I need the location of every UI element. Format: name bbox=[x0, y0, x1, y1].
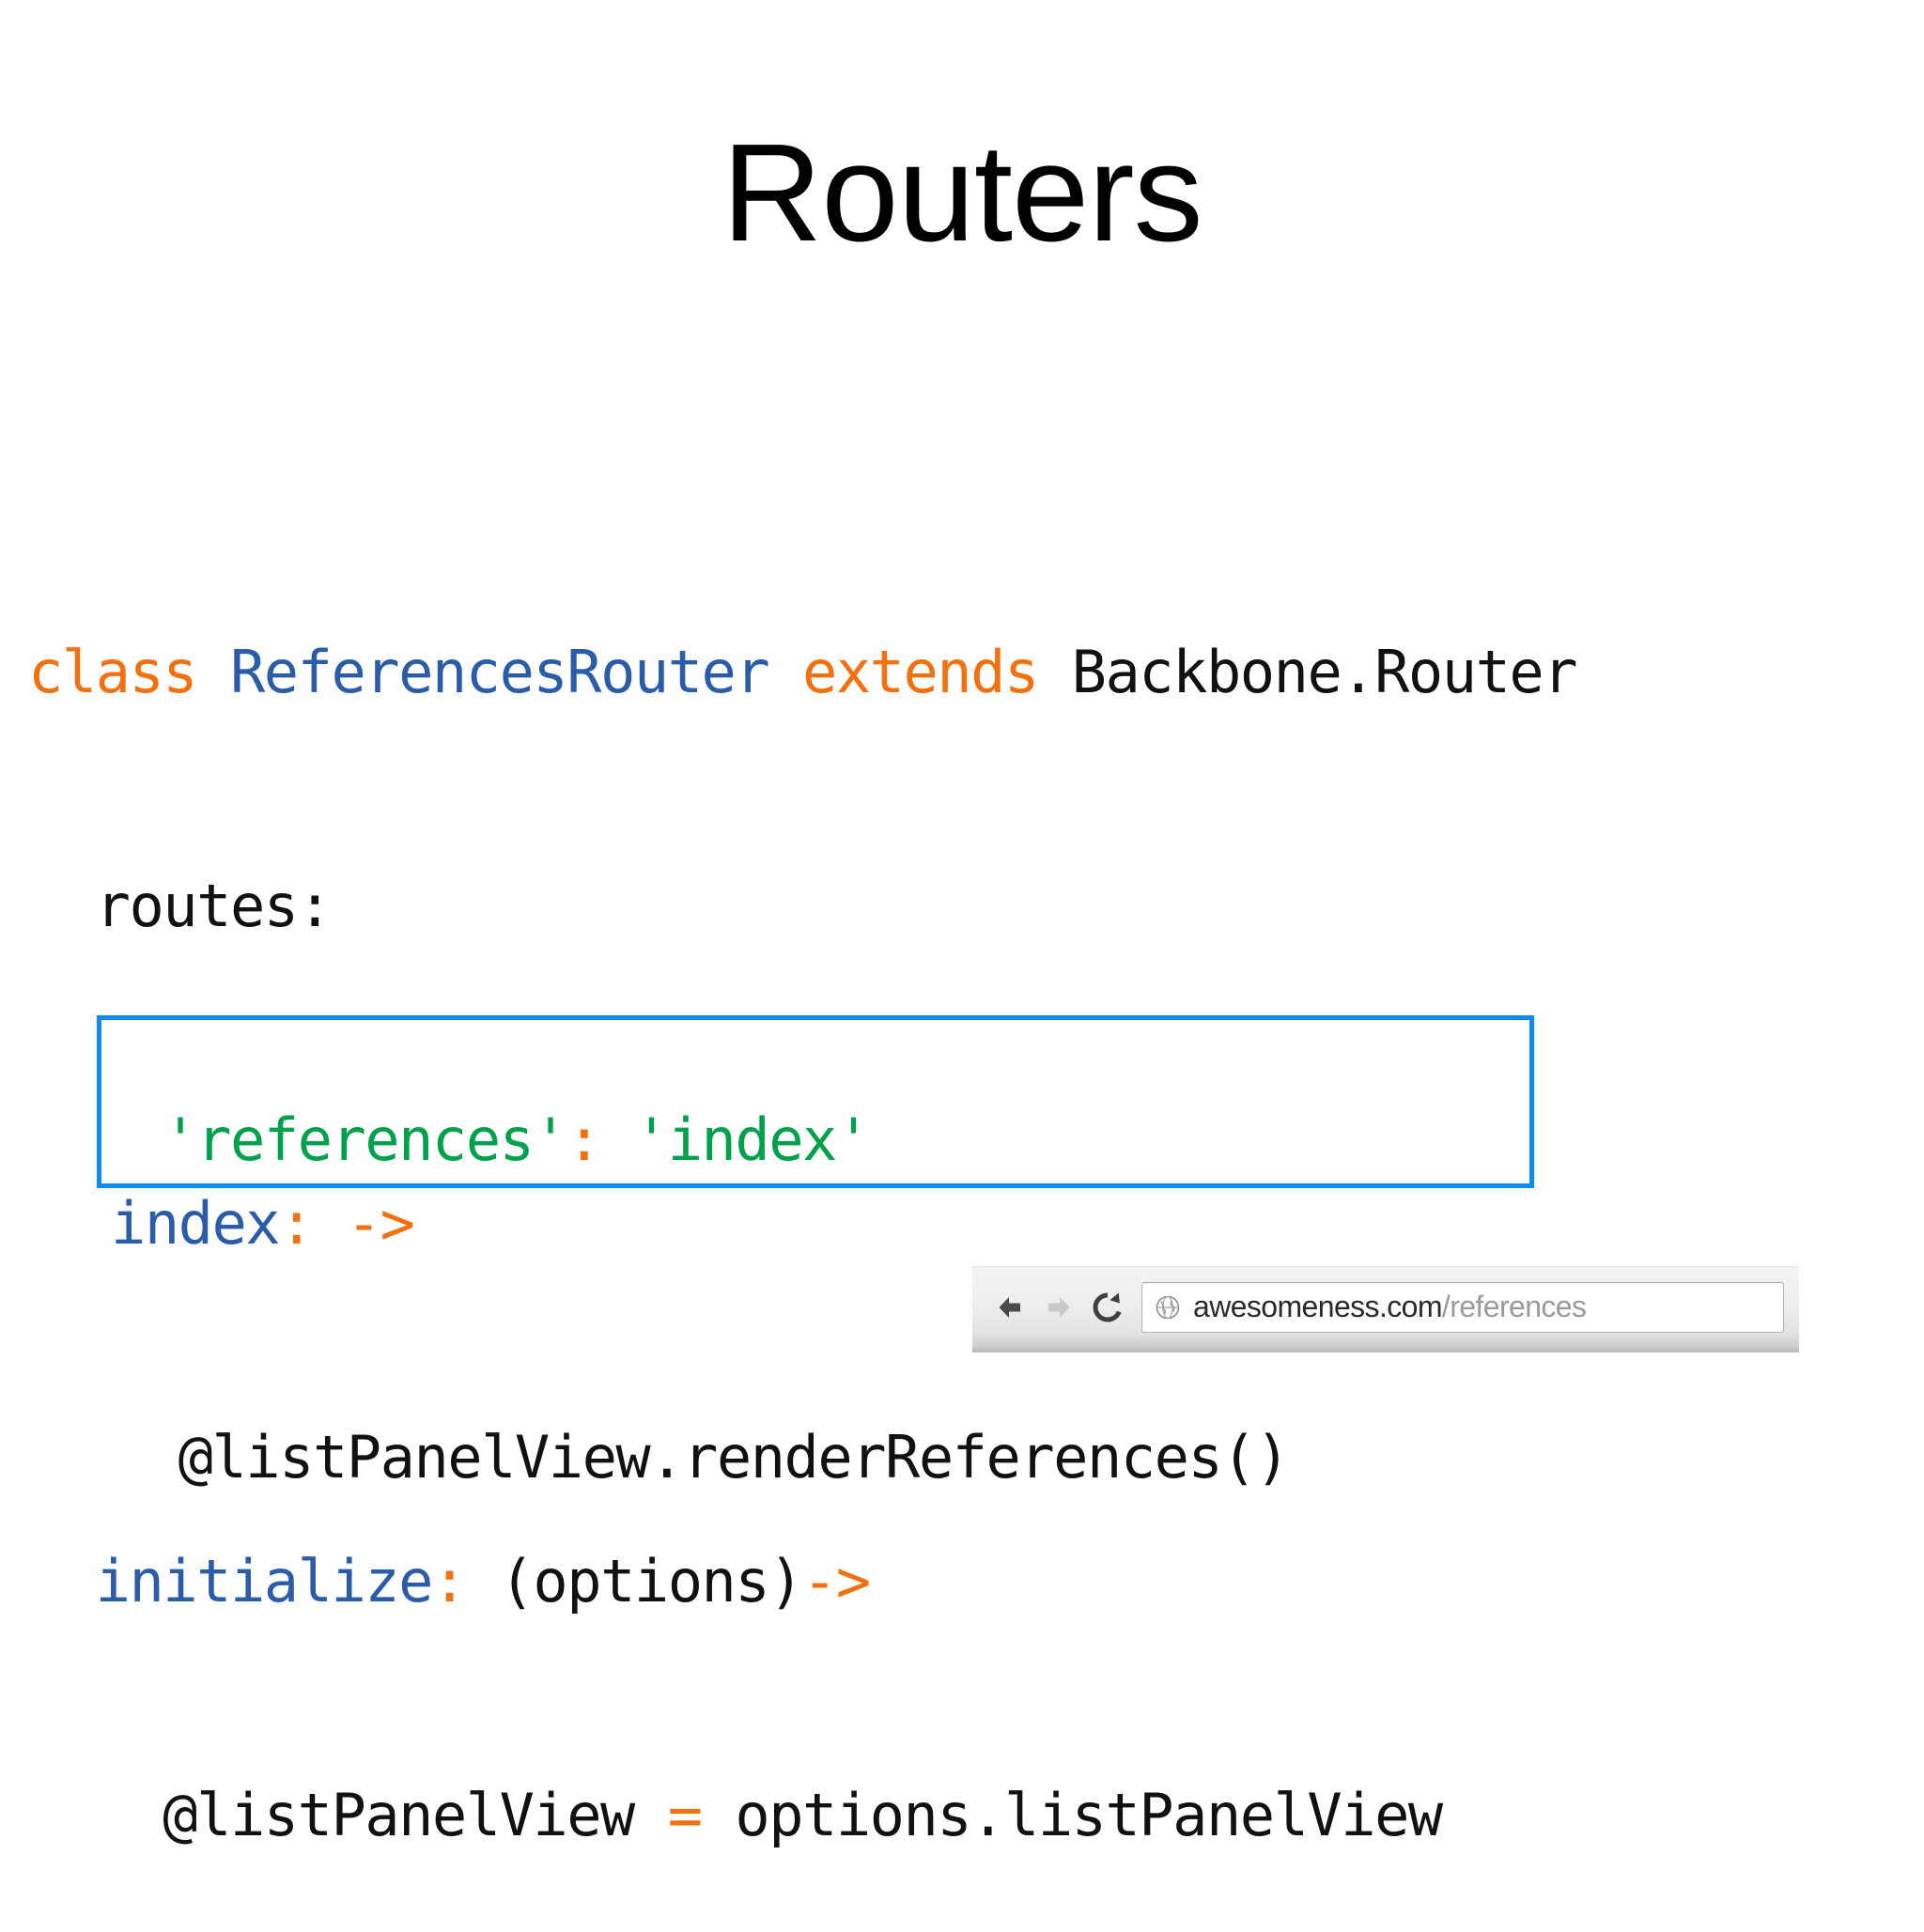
code-token-string: 'references' bbox=[163, 1105, 567, 1174]
code-line-line-class: class ReferencesRouter extends Backbone.… bbox=[28, 633, 1916, 711]
address-bar[interactable]: awesomeness.com/references bbox=[1141, 1281, 1784, 1333]
code-line-line-route-map: 'references': 'index' bbox=[28, 1101, 1916, 1179]
code-line-line-index: index: -> bbox=[111, 1184, 1539, 1262]
code-token-punc: : bbox=[566, 1105, 601, 1174]
code-token-op: -> bbox=[346, 1189, 415, 1258]
code-token-op: = bbox=[667, 1781, 703, 1849]
url-text: awesomeness.com/references bbox=[1193, 1290, 1586, 1324]
globe-icon bbox=[1154, 1293, 1182, 1321]
code-token-plain bbox=[768, 638, 802, 706]
url-host: awesomeness.com bbox=[1193, 1290, 1443, 1323]
code-token-plain bbox=[313, 1189, 347, 1258]
code-token-class: ReferencesRouter bbox=[229, 638, 770, 706]
url-path: /references bbox=[1441, 1290, 1587, 1323]
code-token-string: 'index' bbox=[633, 1105, 871, 1174]
arrow-right-icon bbox=[1040, 1289, 1078, 1326]
arrow-left-icon bbox=[991, 1289, 1029, 1326]
code-token-plain: options.listPanelView bbox=[701, 1781, 1443, 1849]
page-title: Routers bbox=[722, 116, 1202, 270]
code-token-keyword: extends bbox=[802, 638, 1039, 706]
reload-icon bbox=[1089, 1289, 1126, 1326]
back-button[interactable] bbox=[985, 1283, 1034, 1332]
code-token-plain bbox=[28, 1339, 62, 1408]
code-token-keyword: class bbox=[28, 638, 230, 706]
code-token-plain: Backbone.Router bbox=[1037, 638, 1578, 706]
code-token-plain: @listPanelView bbox=[28, 1781, 668, 1849]
code-token-fn: index bbox=[111, 1189, 281, 1258]
highlight-box bbox=[97, 1015, 1534, 1188]
code-line-line-routes: routes: bbox=[28, 867, 1916, 945]
code-line-line-assign: @listPanelView = options.listPanelView bbox=[28, 1776, 1916, 1854]
reload-button[interactable] bbox=[1083, 1283, 1132, 1332]
code-token-plain: @listPanelView.renderReferences() bbox=[111, 1423, 1291, 1492]
browser-toolbar: awesomeness.com/references bbox=[972, 1266, 1799, 1352]
code-token-punc: : bbox=[279, 1189, 314, 1258]
code-line-line-render: @listPanelView.renderReferences() bbox=[111, 1418, 1539, 1496]
code-token-plain: routes: bbox=[28, 872, 333, 940]
forward-button[interactable] bbox=[1034, 1283, 1083, 1332]
code-token-plain bbox=[28, 1547, 96, 1615]
